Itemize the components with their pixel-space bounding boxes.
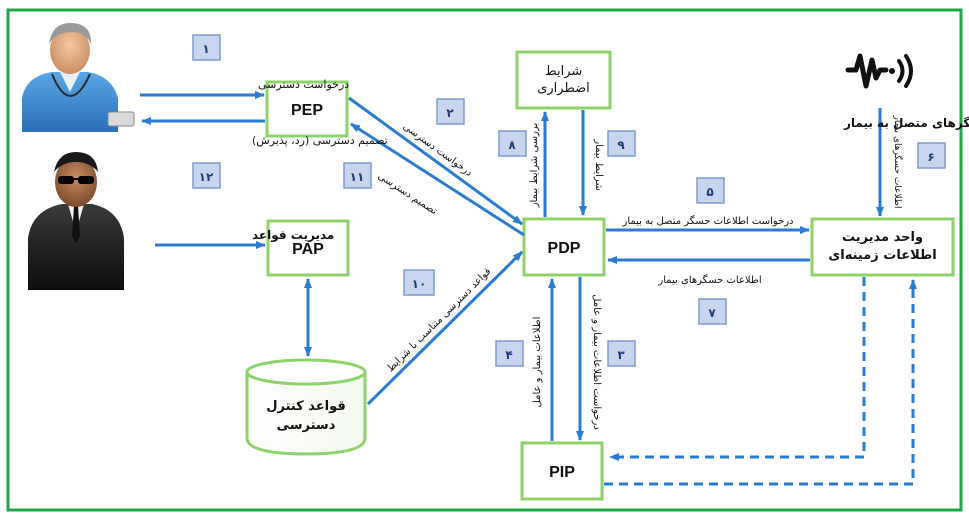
step-badge-1: ۱ <box>192 34 221 61</box>
svg-text:۱۱: ۱۱ <box>350 170 365 184</box>
step-badge-10: ۱۰ <box>403 269 435 296</box>
step-badge-3: ۳ <box>607 340 636 367</box>
svg-text:۴: ۴ <box>505 348 512 362</box>
arrow-pdp-to-pep <box>350 122 525 237</box>
context-unit-label: واحد مدیریت اطلاعات زمینه‌ای <box>828 230 937 263</box>
doctor-user-icon <box>22 22 135 132</box>
label-patient-conditions: شرایط بیمار <box>593 138 604 191</box>
svg-text:۷: ۷ <box>708 306 716 320</box>
arrow-db-to-pdp <box>366 250 524 406</box>
label-patient-sensor-info: اطلاعات حسگرهای بیمار <box>657 274 761 286</box>
pep-box: PEP <box>265 80 349 138</box>
database-label: قواعد کنترل دسترسی <box>266 399 346 433</box>
dashed-arrow-context-to-pip <box>609 277 866 461</box>
arrow-pep-to-pdp <box>348 96 523 226</box>
step-badge-4: ۴ <box>495 340 524 367</box>
pdp-label: PDP <box>548 240 581 257</box>
admin-sunglasses-icon <box>28 152 124 290</box>
step-badge-6: ۶ <box>917 142 946 169</box>
step-badge-9: ۹ <box>607 130 636 157</box>
svg-text:۹: ۹ <box>617 138 625 152</box>
pip-box: PIP <box>520 441 604 501</box>
label-patient-physician-info: اطلاعات بیمار و عامل <box>532 317 543 408</box>
label-sensor-info-request: درخواست اطلاعات حسگر متصل به بیمار <box>622 215 794 227</box>
context-unit-box: واحد مدیریت اطلاعات زمینه‌ای <box>810 217 955 277</box>
label-sensor-data: اطلاعات حسگرهای بیمار <box>892 115 904 209</box>
step-badge-2: ۲ <box>436 98 465 125</box>
svg-text:۶: ۶ <box>927 150 934 164</box>
label-request-to-pdp: درخواست دسترسی <box>401 121 475 179</box>
svg-text:۸: ۸ <box>508 138 516 152</box>
pdp-box: PDP <box>522 217 606 277</box>
step-badge-5: ۵ <box>696 177 725 204</box>
emergency-box: شرایط اضطراری <box>515 50 612 110</box>
svg-text:۱: ۱ <box>202 42 209 56</box>
label-access-request: درخواست دسترسی <box>258 78 349 91</box>
svg-text:۳: ۳ <box>617 348 625 362</box>
dashed-arrow-pip-to-context <box>604 279 917 486</box>
pip-label: PIP <box>549 464 575 481</box>
step-badge-8: ۸ <box>498 130 527 157</box>
svg-text:۵: ۵ <box>706 185 713 199</box>
label-decision-from-pdp: تصمیم دسترسی <box>376 171 439 217</box>
pep-label: PEP <box>291 102 323 119</box>
pap-label: PAP <box>292 241 324 258</box>
svg-text:۱۰: ۱۰ <box>412 277 427 291</box>
label-check-conditions: بررسی شرایط بیمار <box>529 123 540 209</box>
access-rules-database: قواعد کنترل دسترسی <box>245 358 367 456</box>
arrows-layer <box>140 91 917 486</box>
label-rules-management: مدیریت قواعد <box>252 228 334 243</box>
step-badge-12: ۱۲ <box>192 162 221 189</box>
step-badge-11: ۱۱ <box>343 162 372 189</box>
svg-text:۱۲: ۱۲ <box>199 170 214 184</box>
outer-frame <box>6 8 963 512</box>
label-access-decision: تصمیم دسترسی (رد، پذیرش) <box>252 134 388 147</box>
pap-box: PAP <box>266 219 350 277</box>
label-request-patient-physician-info: درخواست اطلاعات بیمار و عامل <box>591 294 602 430</box>
label-rules-with-conditions: قواعد دسترسی متناسب با شرایط <box>385 266 493 374</box>
sensors-title: حسگرهای متصل به بیمار <box>843 116 969 130</box>
emergency-label: شرایط اضطراری <box>537 64 590 96</box>
sensor-wave-icon <box>845 53 913 89</box>
svg-text:۲: ۲ <box>446 106 454 120</box>
step-badge-7: ۷ <box>698 298 727 325</box>
